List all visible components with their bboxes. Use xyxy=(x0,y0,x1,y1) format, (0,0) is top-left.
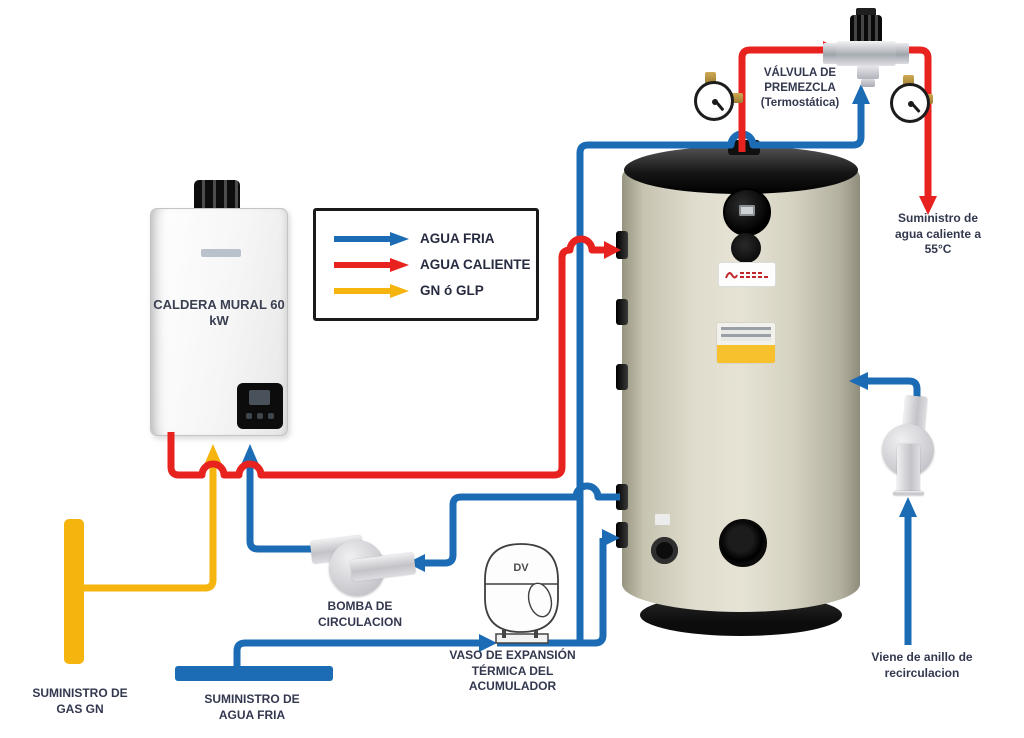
legend-box: AGUA FRIA AGUA CALIENTE GN ó GLP xyxy=(313,208,539,321)
pressure-gauge-left xyxy=(694,81,734,121)
boiler-flue-icon xyxy=(194,180,240,209)
pipe-cold-riser-to-valve xyxy=(576,104,865,646)
cold-arrow-into-recirc-pump-icon xyxy=(899,497,917,517)
vessel-shell xyxy=(484,543,559,633)
boiler-button xyxy=(246,413,252,419)
tank-drain-port xyxy=(651,537,678,564)
premix-valve-right-union xyxy=(894,43,909,64)
tank-stub xyxy=(616,364,628,390)
gas-supply-label: SUMINISTRO DE GAS GN xyxy=(32,686,128,716)
pipe-valve-to-supply xyxy=(893,46,932,196)
gas-supply-bar xyxy=(64,519,84,664)
cold-arrow-into-valve-icon xyxy=(852,84,870,104)
hot-arrow-icon xyxy=(334,257,409,272)
recirculation-label: Viene de anillo de recirculacion xyxy=(871,650,973,680)
expansion-vessel-label: VASO DE EXPANSIÓN TÉRMICA DEL ACUMULADOR xyxy=(449,648,576,694)
boiler-button xyxy=(268,413,274,419)
wall-boiler: CALDERA MURAL 60 kW xyxy=(150,208,288,436)
pipe-tank-to-pump xyxy=(425,482,620,567)
premix-valve-body xyxy=(836,41,896,66)
tank-brand-logo-icon xyxy=(725,271,768,278)
recirc-pump-inlet-nozzle xyxy=(897,444,920,494)
cold-arrow-into-boiler-icon xyxy=(241,444,259,465)
legend-label: AGUA FRIA xyxy=(420,231,495,246)
vessel-base xyxy=(495,633,549,644)
legend-item-gas: GN ó GLP xyxy=(332,283,536,299)
vessel-tag-text: DV xyxy=(513,562,529,574)
boiler-display xyxy=(249,390,270,405)
tank-stub-cold-in xyxy=(616,522,628,548)
hot-supply-label: Suministro de agua caliente a 55°C xyxy=(894,211,982,257)
cold-arrow-into-pump-icon xyxy=(407,554,425,572)
legend-label: GN ó GLP xyxy=(420,283,484,298)
recirc-pump-flange xyxy=(893,491,924,496)
tank-brand-mark xyxy=(719,263,775,286)
tank-rating-label xyxy=(717,323,775,363)
boiler-title: CALDERA MURAL 60 kW xyxy=(153,297,285,329)
gas-arrow-icon xyxy=(334,283,409,298)
cold-supply-bar xyxy=(175,666,333,681)
legend-label: AGUA CALIENTE xyxy=(420,257,531,272)
premix-valve-stem xyxy=(857,66,879,79)
tank-stub-hot-in xyxy=(616,231,628,259)
legend-item-cold: AGUA FRIA xyxy=(332,231,536,247)
gas-arrow-into-boiler-icon xyxy=(204,444,222,465)
pipe-gas-to-boiler xyxy=(84,465,217,592)
legend-item-hot: AGUA CALIENTE xyxy=(332,257,536,273)
tank-small-label xyxy=(655,514,670,525)
cold-arrow-into-tank-icon xyxy=(602,529,620,547)
pipe-tank-to-valve xyxy=(738,46,823,152)
premix-valve-cap xyxy=(850,15,882,43)
gauge-fitting xyxy=(705,72,716,84)
pipe-cold-supply-main xyxy=(233,639,479,666)
pipe-cold-to-tank-inlet xyxy=(497,538,607,647)
boiler-button xyxy=(257,413,263,419)
cold-arrow-into-tank-right-icon xyxy=(849,372,868,390)
gauge-fitting xyxy=(728,93,743,103)
pipe-hot-boiler-to-tank xyxy=(167,235,604,479)
tank-stub xyxy=(616,299,628,325)
cold-arrow-right-icon xyxy=(479,634,497,652)
hot-arrow-into-tank-icon xyxy=(604,241,621,259)
premix-valve-label: VÁLVULA DE PREMEZCLA (Termostática) xyxy=(760,67,840,109)
vessel-feet xyxy=(502,630,538,638)
expansion-vessel: DV xyxy=(484,543,559,644)
gauge-fitting xyxy=(903,75,914,87)
tank-stub-primary-out xyxy=(616,484,628,510)
hot-arrow-supply-down-icon xyxy=(919,196,937,215)
pressure-gauge-right xyxy=(890,83,930,123)
tank-thermometer xyxy=(723,188,771,236)
premix-valve-knob-icon xyxy=(856,8,876,17)
premix-valve-left-union xyxy=(823,43,838,64)
tank-port xyxy=(731,233,761,263)
cold-supply-label: SUMINISTRO DE AGUA FRIA xyxy=(204,692,300,722)
premix-valve-stem xyxy=(861,79,875,87)
boiler-brand-label xyxy=(201,249,241,257)
circulation-pump-label: BOMBA DE CIRCULACION xyxy=(318,599,402,629)
tank-flange-port xyxy=(719,519,767,567)
boiler-control-panel xyxy=(237,383,283,429)
pipe-recirc-to-tank xyxy=(868,377,921,404)
vessel-detail xyxy=(527,582,553,618)
cold-arrow-icon xyxy=(334,231,409,246)
pipe-pump-to-boiler xyxy=(246,465,318,553)
